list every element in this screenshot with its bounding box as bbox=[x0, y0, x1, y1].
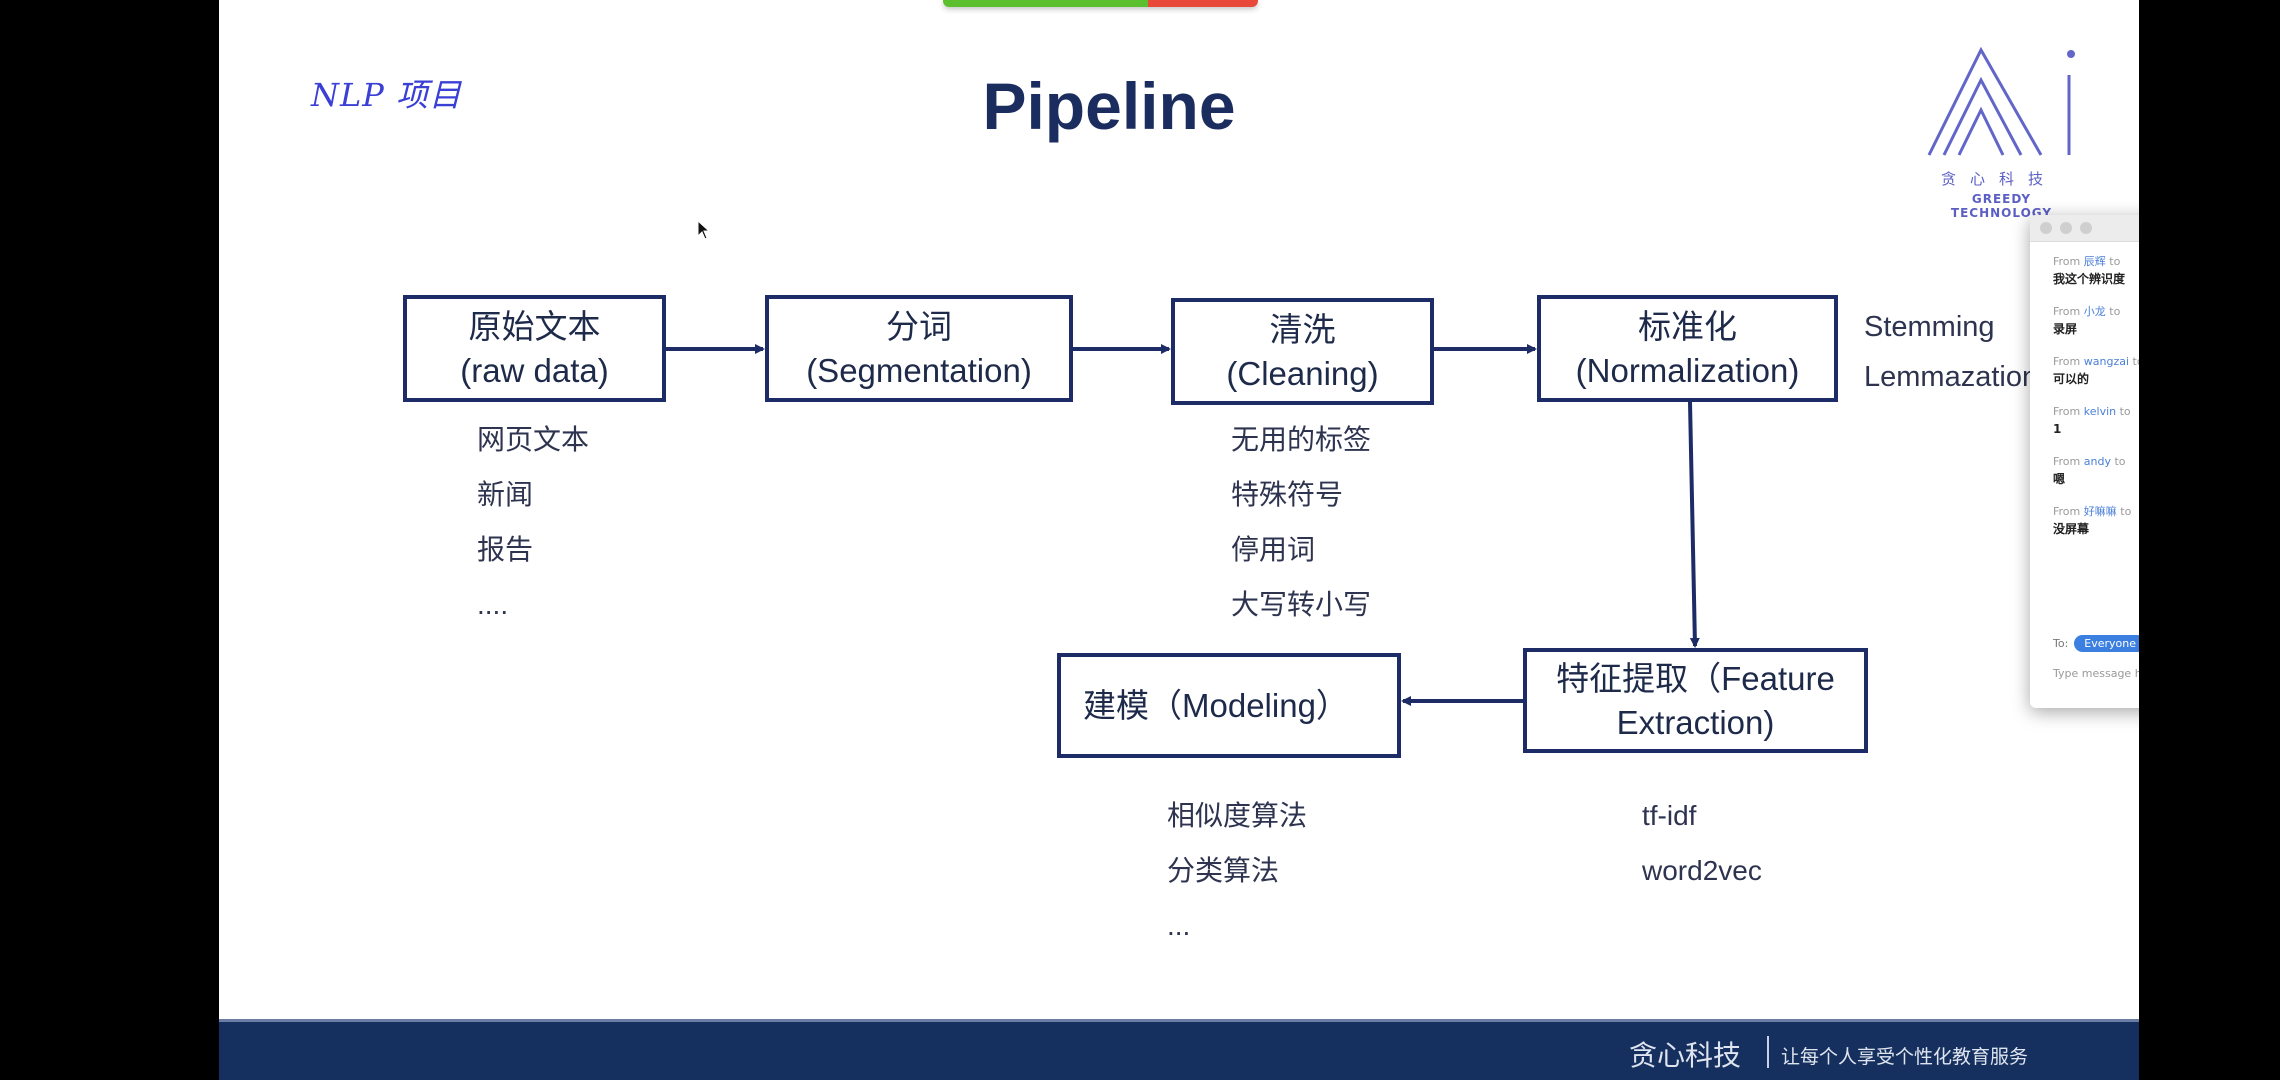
footer-brand: 贪心科技 bbox=[1629, 1039, 1742, 1072]
to-label: to bbox=[2120, 505, 2132, 518]
sender-name[interactable]: wangzai bbox=[2083, 355, 2130, 368]
footer-divider bbox=[1767, 1036, 1769, 1068]
message-text: 1 bbox=[2053, 422, 2062, 436]
to-label: to bbox=[2114, 455, 2126, 468]
message-text: 录屏 bbox=[2053, 322, 2078, 336]
window-zoom-button[interactable] bbox=[2080, 222, 2092, 234]
box-normalization-en: (Normalization) bbox=[1575, 351, 1800, 389]
to-label: to bbox=[2133, 355, 2144, 368]
list-item: word2vec bbox=[1642, 855, 1762, 886]
list-normalization-methods: Stemming Lemmazation bbox=[1864, 302, 2038, 402]
list-item: 大写转小写 bbox=[1231, 589, 1372, 620]
slide-footer: 贪心科技 让每个人享受个性化教育服务 bbox=[219, 1019, 2139, 1080]
sender-name[interactable]: 小龙 bbox=[2083, 305, 2106, 318]
box-feature-en: Extraction) bbox=[1616, 703, 1775, 741]
from-label: From bbox=[2053, 255, 2081, 268]
screen-margin-right bbox=[2139, 0, 2280, 1080]
recording-bar-green bbox=[943, 0, 1148, 7]
box-feature-cn: 特征提取（Feature bbox=[1556, 659, 1835, 697]
box-cleaning-cn: 清洗 bbox=[1269, 310, 1336, 348]
from-label: From bbox=[2053, 455, 2081, 468]
window-minimize-button[interactable] bbox=[2060, 222, 2072, 234]
footer-slogan: 让每个人享受个性化教育服务 bbox=[1781, 1046, 2029, 1068]
box-modeling-label: 建模（Modeling） bbox=[1083, 686, 1349, 724]
box-segmentation-en: (Segmentation) bbox=[806, 351, 1032, 389]
list-item: 网页文本 bbox=[477, 424, 590, 455]
chat-message: From 辰辉 to 我这个辨识度 bbox=[2053, 254, 2280, 288]
list-item: 报告 bbox=[477, 534, 534, 565]
box-cleaning: 清洗 (Cleaning) bbox=[1171, 298, 1434, 405]
list-item: 新闻 bbox=[477, 479, 534, 510]
to-label: to bbox=[2119, 405, 2131, 418]
box-cleaning-en: (Cleaning) bbox=[1226, 354, 1379, 392]
message-text: 没屏幕 bbox=[2053, 522, 2090, 536]
recording-bar-red bbox=[1148, 0, 1258, 7]
box-normalization: 标准化 (Normalization) bbox=[1537, 295, 1838, 402]
sender-name[interactable]: 辰辉 bbox=[2083, 255, 2106, 268]
list-cleaning-steps: 无用的标签 特殊符号 停用词 大写转小写 bbox=[1231, 412, 1371, 632]
sender-name[interactable]: 好嘛嘛 bbox=[2083, 505, 2117, 518]
sender-name[interactable]: kelvin bbox=[2083, 405, 2117, 418]
list-item: Stemming bbox=[1864, 311, 1995, 343]
list-raw-sources: 网页文本 新闻 报告 .... bbox=[477, 412, 589, 632]
from-label: From bbox=[2053, 305, 2081, 318]
mouse-pointer-icon bbox=[697, 220, 711, 240]
chat-message: From 小龙 to 录屏 bbox=[2053, 304, 2280, 338]
chat-message: From 好嘛嘛 to 没屏幕 bbox=[2053, 504, 2280, 538]
list-item: 停用词 bbox=[1231, 534, 1316, 565]
sender-name[interactable]: andy bbox=[2083, 455, 2111, 468]
chat-message-list[interactable]: From 辰辉 to 我这个辨识度 From 小龙 to 录屏 From wan… bbox=[2030, 242, 2280, 538]
recording-status-bar[interactable] bbox=[943, 0, 1258, 7]
arrow-normalization-to-feature bbox=[1688, 401, 1700, 648]
list-item: ... bbox=[1167, 910, 1191, 941]
message-text: 我这个辨识度 bbox=[2053, 272, 2126, 286]
box-raw-data-cn: 原始文本 bbox=[468, 307, 601, 345]
list-item: 分类算法 bbox=[1167, 855, 1280, 886]
list-item: .... bbox=[477, 589, 509, 620]
logo-cn-text: 贪心科技 bbox=[1940, 170, 2057, 188]
to-label: to bbox=[2109, 305, 2121, 318]
chat-message: From kelvin to 1 bbox=[2053, 404, 2280, 438]
from-label: From bbox=[2053, 505, 2081, 518]
list-item: tf-idf bbox=[1642, 800, 1697, 831]
from-label: From bbox=[2053, 355, 2081, 368]
ai-logo-icon bbox=[1927, 46, 2075, 156]
message-text: 可以的 bbox=[2053, 372, 2090, 386]
logo-en-text: GREEDY TECHNOLOGY bbox=[1950, 192, 2053, 220]
list-modeling-algorithms: 相似度算法 分类算法 ... bbox=[1167, 788, 1307, 953]
chat-message: From andy to 嗯 bbox=[2053, 454, 2280, 488]
from-label: From bbox=[2053, 405, 2081, 418]
box-segmentation: 分词 (Segmentation) bbox=[765, 295, 1073, 402]
box-normalization-cn: 标准化 bbox=[1638, 307, 1737, 345]
list-item: 相似度算法 bbox=[1167, 800, 1308, 831]
box-segmentation-cn: 分词 bbox=[886, 307, 952, 345]
company-logo: 贪心科技 GREEDY TECHNOLOGY bbox=[1919, 40, 2109, 220]
list-item: Lemmazation bbox=[1864, 361, 2039, 393]
box-raw-data: 原始文本 (raw data) bbox=[403, 295, 666, 402]
recipient-dropdown[interactable]: Everyone bbox=[2074, 635, 2147, 652]
slide: NLP 项目 Pipeline 贪心科技 GREEDY TECHNOLOGY 原… bbox=[219, 0, 2139, 1080]
box-modeling: 建模（Modeling） bbox=[1057, 653, 1401, 758]
window-close-button[interactable] bbox=[2040, 222, 2052, 234]
to-label: To: bbox=[2053, 637, 2069, 650]
chat-message: From wangzai to 可以的 bbox=[2053, 354, 2280, 388]
list-item: 特殊符号 bbox=[1231, 479, 1344, 510]
to-label: to bbox=[2109, 255, 2121, 268]
box-raw-data-en: (raw data) bbox=[460, 351, 609, 389]
list-item: 无用的标签 bbox=[1231, 424, 1372, 455]
slide-title: Pipeline bbox=[982, 69, 1236, 143]
box-feature-extraction: 特征提取（Feature Extraction) bbox=[1523, 648, 1868, 753]
list-feature-methods: tf-idf word2vec bbox=[1642, 788, 1762, 898]
handwritten-annotation: NLP 项目 bbox=[311, 76, 462, 114]
message-text: 嗯 bbox=[2053, 472, 2066, 486]
chat-recipient-row: To: Everyone bbox=[2053, 635, 2147, 652]
